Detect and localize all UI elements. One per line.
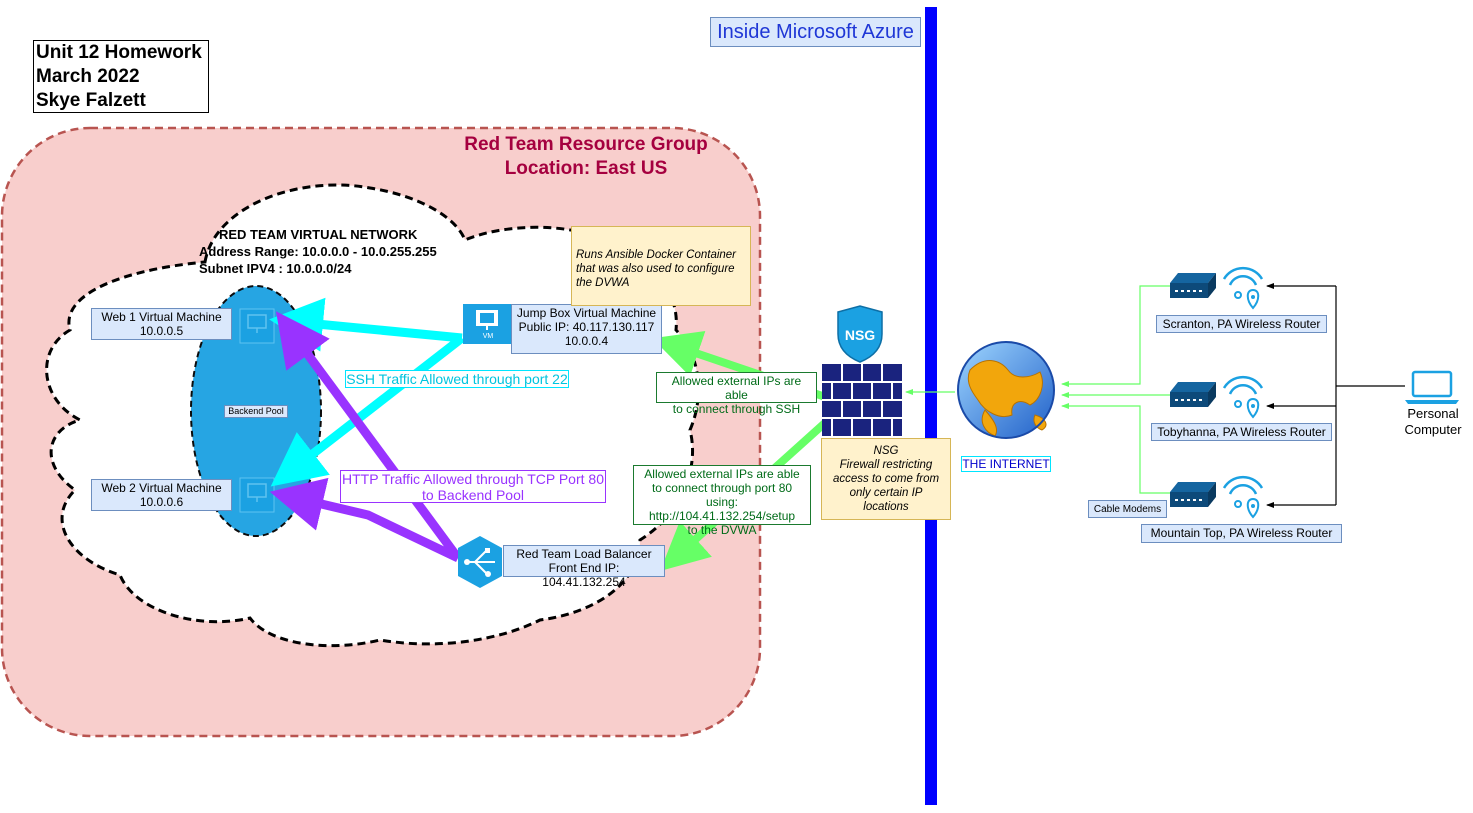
mountaintop-router-icon — [1170, 475, 1264, 519]
ansible-note-line3: the DVWA — [576, 277, 630, 289]
scranton-to-internet-line — [1061, 285, 1170, 387]
resource-group-location: Location: East US — [504, 158, 668, 179]
ansible-note-line2: that was also used to configure — [576, 263, 735, 275]
http-arrow-web2 — [269, 477, 460, 563]
tobyhanna-router-icon — [1170, 375, 1264, 419]
jumpbox-vm-icon — [463, 304, 513, 344]
personal-computer-line1: Personal — [1407, 406, 1459, 421]
nsg-note-line1: NSG — [873, 445, 899, 457]
ssh-traffic-label: SSH Traffic Allowed through port 22 — [345, 370, 569, 388]
personal-computer-label[interactable]: Personal Computer — [1393, 406, 1473, 438]
nsg-note-line4: only certain IP — [849, 487, 923, 499]
vnet-subnet: Subnet IPV4 : 10.0.0.0/24 — [199, 261, 352, 276]
jumpbox-public-ip: Public IP: 40.117.130.117 — [518, 320, 655, 334]
internet-globe-icon — [957, 341, 1055, 439]
http-external-line4: to the DVWA — [687, 523, 757, 537]
load-balancer-ip: Front End IP: 104.41.132.254 — [542, 561, 626, 589]
azure-boundary-line — [925, 7, 937, 805]
web1-ip: 10.0.0.5 — [139, 324, 184, 338]
ssh-arrow-web2 — [270, 334, 465, 487]
http-traffic-line2: to Backend Pool — [422, 487, 524, 503]
web1-vm-label[interactable]: Web 1 Virtual Machine 10.0.0.5 — [91, 308, 232, 340]
web2-ip: 10.0.0.6 — [139, 495, 184, 509]
http-external-line3: http://104.41.132.254/setup — [648, 509, 796, 523]
http-arrow-web1 — [275, 311, 462, 561]
ssh-external-line2: to connect through SSH — [672, 402, 801, 416]
http-external-line1: Allowed external IPs are able — [644, 467, 800, 481]
nsg-note-line3: access to come from — [832, 473, 940, 485]
laptop-icon — [1405, 370, 1459, 404]
nsg-note-line2: Firewall restricting — [839, 459, 933, 471]
web2-name: Web 2 Virtual Machine — [101, 481, 222, 495]
jumpbox-name: Jump Box Virtual Machine — [516, 306, 657, 320]
backend-pool-label: Backend Pool — [224, 405, 288, 418]
load-balancer-icon — [458, 536, 502, 588]
resource-group-name: Red Team Resource Group — [464, 134, 708, 155]
title-line-date: March 2022 — [36, 66, 140, 87]
internet-label: THE INTERNET — [961, 456, 1051, 472]
vnet-address-range: Address Range: 10.0.0.0 - 10.0.255.255 — [199, 244, 437, 259]
vnet-title: RED TEAM VIRTUAL NETWORK Address Range: … — [199, 226, 479, 277]
personal-computer-line2: Computer — [1404, 422, 1462, 437]
jumpbox-private-ip: 10.0.0.4 — [564, 334, 609, 348]
cable-modems-label: Cable Modems — [1088, 500, 1167, 518]
ansible-note: Runs Ansible Docker Container that was a… — [571, 226, 751, 306]
ssh-external-label: Allowed external IPs are able to connect… — [656, 372, 817, 416]
mountaintop-router-label[interactable]: Mountain Top, PA Wireless Router — [1141, 524, 1342, 543]
title-line-author: Skye Falzett — [36, 90, 146, 111]
vnet-name: RED TEAM VIRTUAL NETWORK — [219, 227, 418, 242]
azure-label: Inside Microsoft Azure — [710, 17, 921, 47]
http-traffic-label: HTTP Traffic Allowed through TCP Port 80… — [340, 470, 606, 503]
firewall-icon — [822, 364, 902, 436]
jumpbox-icon-caption: VM — [482, 333, 494, 340]
ansible-note-line1: Runs Ansible Docker Container — [576, 249, 737, 261]
http-external-line2: to connect through port 80 using: — [651, 481, 793, 509]
web1-vm-icon — [239, 308, 275, 344]
scranton-router-icon — [1170, 266, 1264, 310]
load-balancer-name: Red Team Load Balancer — [516, 547, 652, 561]
homework-title-box: Unit 12 Homework March 2022 Skye Falzett — [33, 40, 209, 113]
resource-group-title: Red Team Resource Group Location: East U… — [440, 133, 732, 181]
http-external-label: Allowed external IPs are able to connect… — [633, 465, 811, 537]
web2-vm-label[interactable]: Web 2 Virtual Machine 10.0.0.6 — [91, 479, 232, 511]
nsg-icon-text: NSG — [845, 327, 875, 343]
title-line-course: Unit 12 Homework — [36, 42, 202, 63]
tobyhanna-router-label[interactable]: Tobyhanna, PA Wireless Router — [1151, 423, 1332, 441]
web1-name: Web 1 Virtual Machine — [101, 310, 222, 324]
web2-vm-icon — [239, 477, 275, 513]
virtual-network-cloud — [45, 183, 700, 648]
mountaintop-to-internet-line — [1061, 403, 1170, 494]
nsg-note-line5: locations — [863, 501, 909, 513]
jumpbox-vm-label[interactable]: Jump Box Virtual Machine Public IP: 40.1… — [511, 304, 662, 354]
nsg-shield-icon: NSG — [837, 305, 883, 363]
scranton-router-label[interactable]: Scranton, PA Wireless Router — [1156, 315, 1327, 333]
nsg-note: NSG Firewall restricting access to come … — [821, 438, 951, 520]
http-traffic-line1: HTTP Traffic Allowed through TCP Port 80 — [342, 471, 604, 487]
ssh-external-line1: Allowed external IPs are able — [671, 374, 802, 402]
load-balancer-label[interactable]: Red Team Load Balancer Front End IP: 104… — [503, 545, 665, 589]
